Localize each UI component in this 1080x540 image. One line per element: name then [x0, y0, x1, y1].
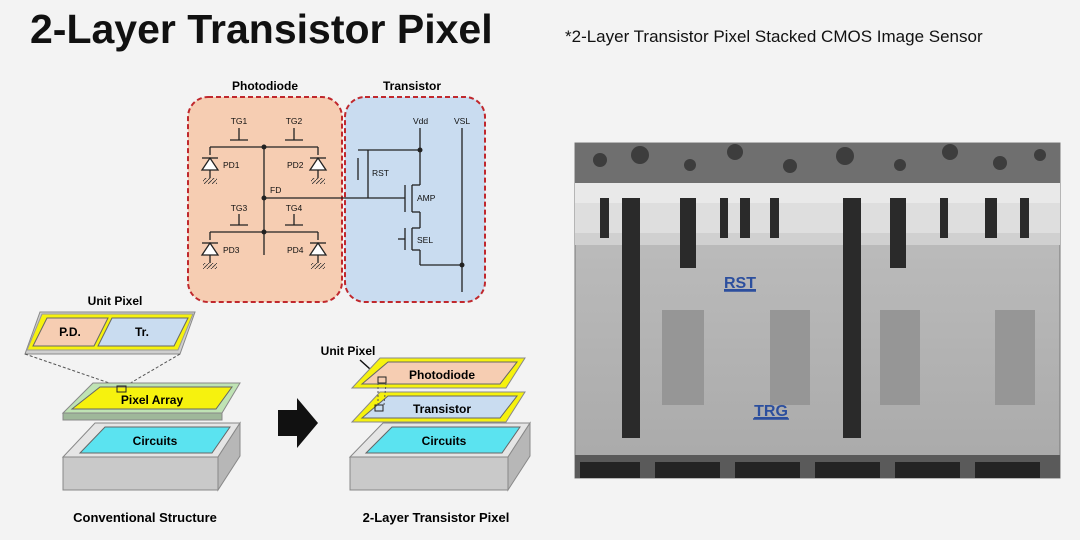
fd-label: FD: [270, 185, 281, 195]
pd4-label: PD4: [287, 245, 304, 255]
tg2-label: TG2: [286, 116, 303, 126]
unit-pixel-label: Unit Pixel: [88, 294, 143, 308]
vsl-label: VSL: [454, 116, 470, 126]
ground-icon: [203, 263, 217, 269]
two-layer-photodiode-label: Photodiode: [409, 368, 475, 382]
trg-region-label: TRG: [754, 403, 788, 420]
pixel-circuit-diagram: Photodiode Transistor: [188, 79, 485, 302]
transistor-region: [345, 97, 485, 302]
conventional-structure-diagram: Unit Pixel P.D. Tr. Circuits Pixel Array…: [25, 294, 240, 525]
cross-section-micrograph: RST TRG: [575, 143, 1060, 478]
rst-region-label: RST: [724, 275, 756, 292]
ground-icon: [203, 178, 217, 184]
photodiode-region-label: Photodiode: [232, 79, 298, 93]
pd-label: P.D.: [59, 325, 81, 339]
ground-icon: [311, 263, 325, 269]
ground-icon: [311, 178, 325, 184]
two-layer-unit-pixel-label: Unit Pixel: [321, 344, 376, 358]
tg4-label: TG4: [286, 203, 303, 213]
tg1-label: TG1: [231, 116, 248, 126]
conventional-caption: Conventional Structure: [73, 510, 217, 525]
pd2-label: PD2: [287, 160, 304, 170]
pd3-label: PD3: [223, 245, 240, 255]
arrow-right-icon: [278, 398, 318, 448]
tg3-label: TG3: [231, 203, 248, 213]
rst-label: RST: [372, 168, 389, 178]
conventional-circuits-label: Circuits: [133, 434, 178, 448]
pixel-array-label: Pixel Array: [121, 393, 184, 407]
tr-label: Tr.: [135, 325, 149, 339]
two-layer-structure-diagram: Unit Pixel Circuits Transistor Photodiod…: [321, 344, 530, 525]
transistor-region-label: Transistor: [383, 79, 441, 93]
amp-label: AMP: [417, 193, 436, 203]
two-layer-transistor-label: Transistor: [413, 402, 471, 416]
two-layer-circuits-label: Circuits: [422, 434, 467, 448]
vdd-label: Vdd: [413, 116, 428, 126]
pd1-label: PD1: [223, 160, 240, 170]
two-layer-caption: 2-Layer Transistor Pixel: [363, 510, 510, 525]
sel-label: SEL: [417, 235, 433, 245]
